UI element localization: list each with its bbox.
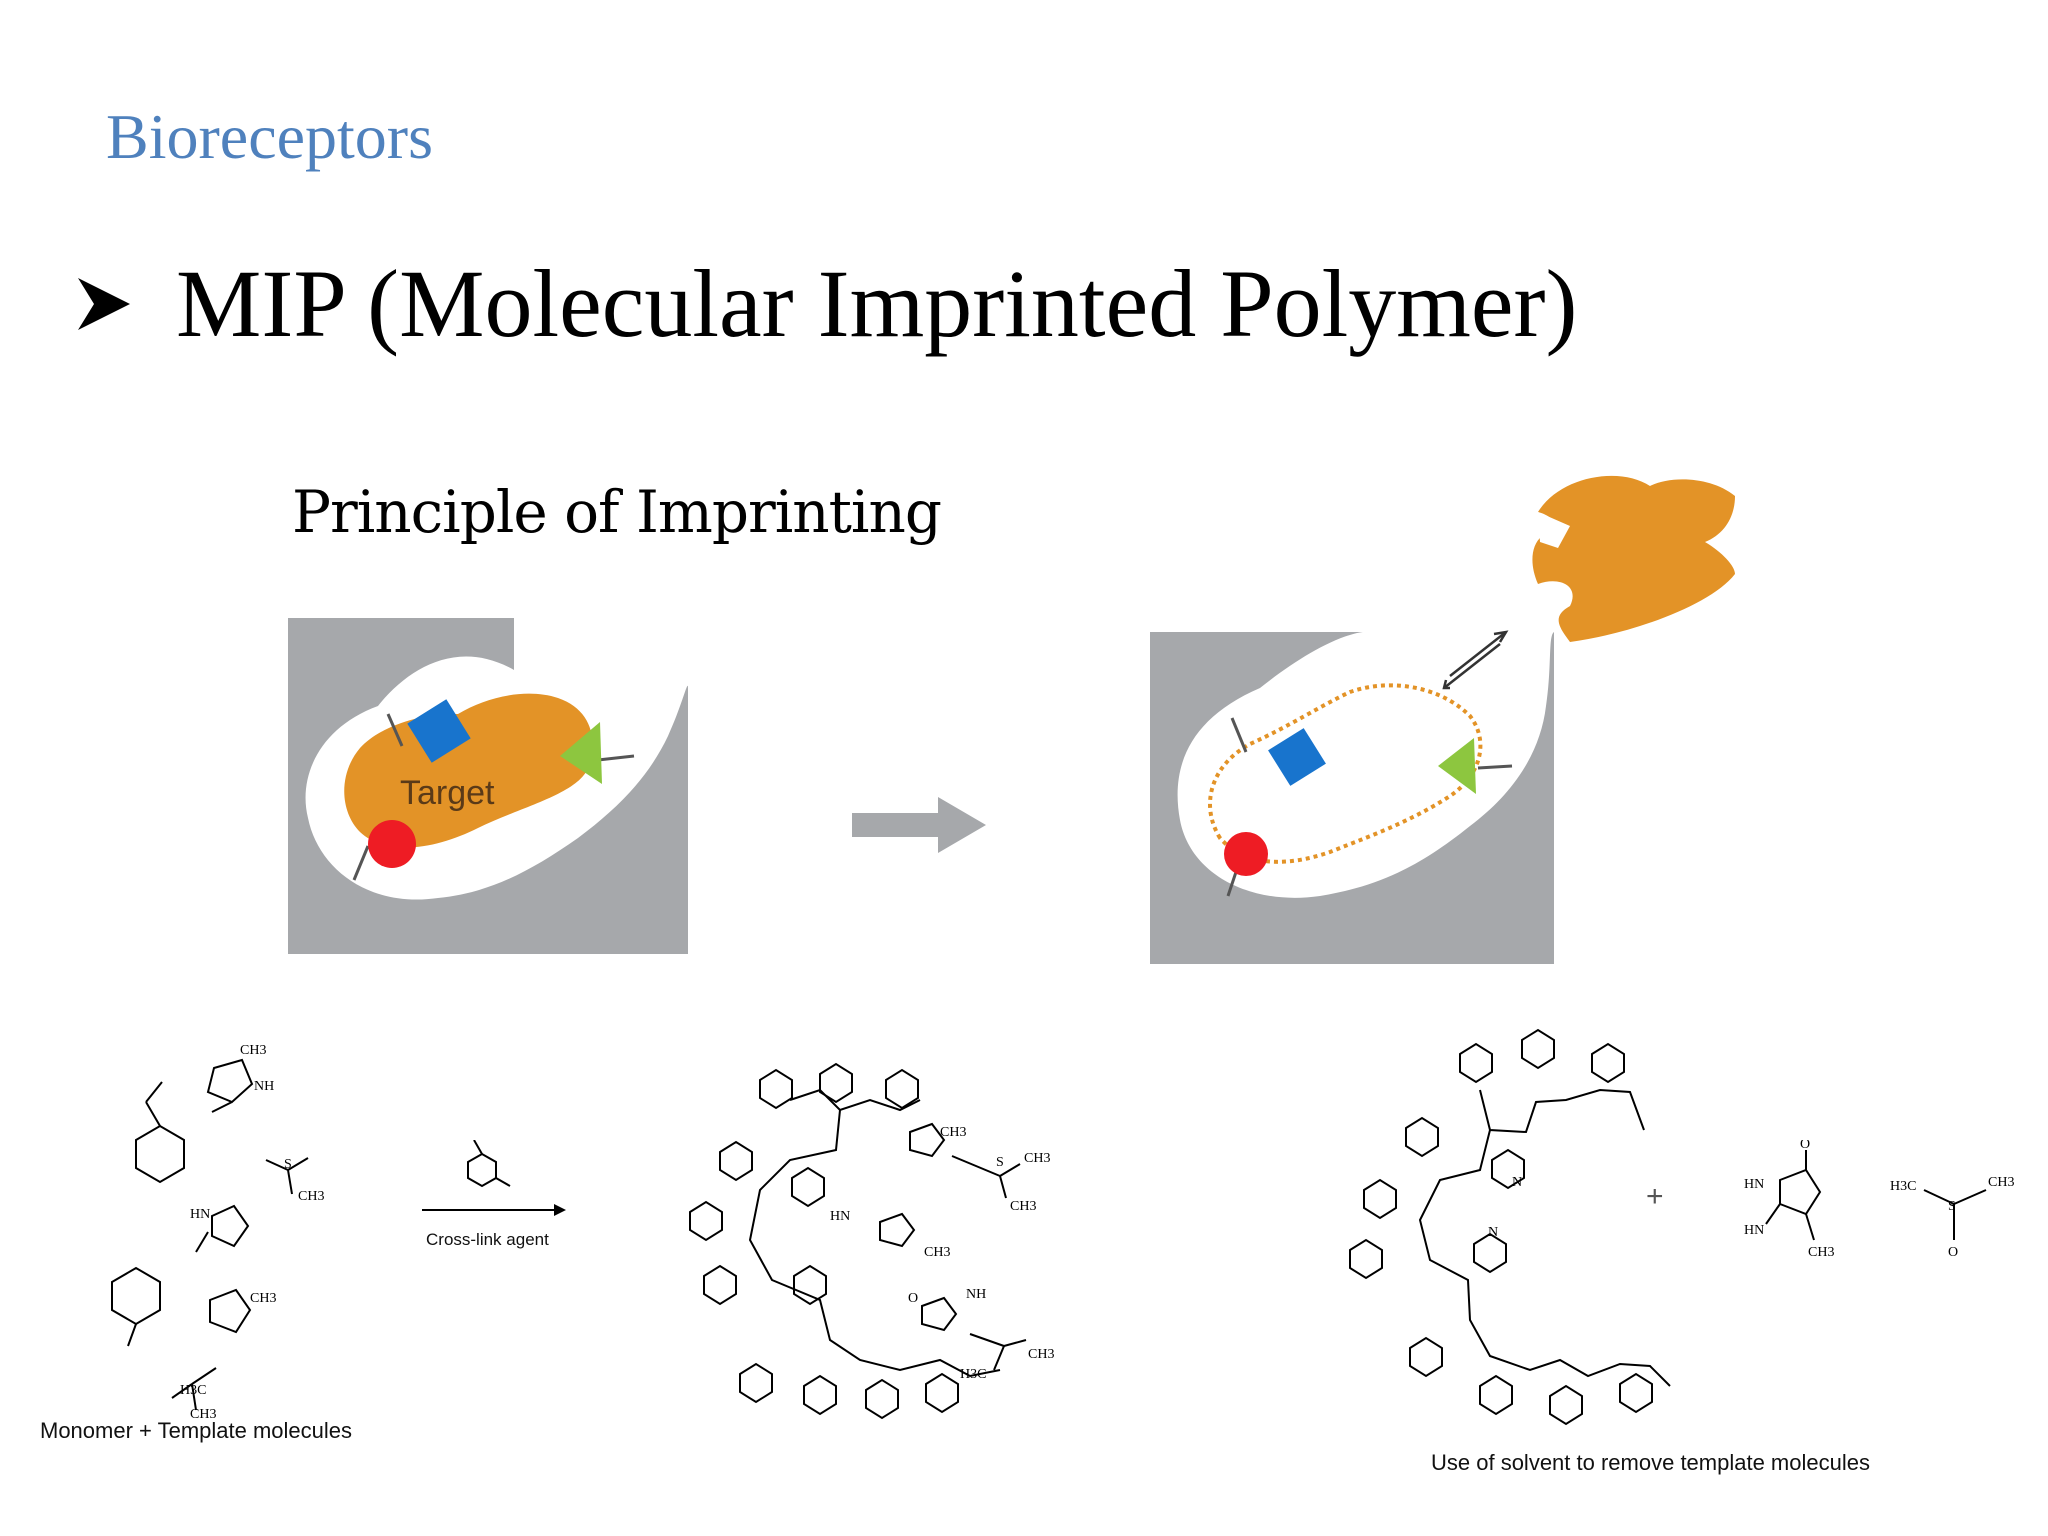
atom-label: O <box>1800 1140 1810 1152</box>
atom-label: CH3 <box>1808 1245 1834 1260</box>
atom-label: CH3 <box>250 1291 276 1306</box>
atom-label: HN <box>190 1207 210 1222</box>
atom-label: O <box>1948 1245 1958 1260</box>
atom-label: HN <box>1744 1177 1764 1192</box>
atom-label: S <box>996 1155 1004 1170</box>
atom-label: CH3 <box>240 1043 266 1058</box>
atom-label: CH3 <box>1988 1175 2014 1190</box>
process-arrow <box>852 797 986 853</box>
atom-label: H3C <box>1890 1179 1916 1194</box>
atom-label: HN <box>830 1209 850 1224</box>
green-triangle-site <box>1438 738 1476 794</box>
atom-label: CH3 <box>298 1189 324 1204</box>
atom-label: H3C <box>180 1383 206 1398</box>
figure-title: Principle of Imprinting <box>292 478 942 546</box>
monomer-caption: Monomer + Template molecules <box>40 1418 353 1443</box>
atom-label: S <box>1948 1199 1956 1214</box>
bullet-arrow-icon <box>78 277 130 330</box>
imprint-outline <box>1208 683 1483 864</box>
empty-cavity <box>1177 631 1554 898</box>
chem-released-templates: O HN HN CH3 H3C S CH3 O <box>1744 1140 2014 1260</box>
slide-header: Bioreceptors <box>106 101 433 172</box>
atom-label: NH <box>966 1287 986 1302</box>
cross-link-arrow <box>422 1140 566 1216</box>
blue-square-group <box>407 699 471 763</box>
bullet-text: MIP (Molecular Imprinted Polymer) <box>176 250 1578 357</box>
plus-sign: + <box>1646 1180 1664 1213</box>
atom-label: CH3 <box>1028 1347 1054 1362</box>
target-molecule <box>344 693 593 848</box>
atom-label: H3C <box>960 1367 986 1382</box>
atom-label: CH3 <box>924 1245 950 1260</box>
bullet-item: MIP (Molecular Imprinted Polymer) <box>76 248 1577 359</box>
green-triangle-group <box>560 722 602 784</box>
atom-label: CH3 <box>1010 1199 1036 1214</box>
chem-empty-polymer: N N <box>1349 1028 1671 1426</box>
atom-label: NH <box>254 1079 274 1094</box>
red-circle-group <box>368 820 416 868</box>
solvent-caption: Use of solvent to remove template molecu… <box>1431 1450 1870 1475</box>
chem-imprinted-polymer: CH3 S CH3 CH3 HN CH3 O NH CH3 H3C <box>689 1062 1054 1420</box>
cross-link-caption: Cross-link agent <box>426 1230 549 1249</box>
chem-monomers: CH3 NH HN S CH3 CH3 H3C CH3 <box>111 1043 324 1420</box>
atom-label: HN <box>1744 1223 1764 1238</box>
atom-label: S <box>284 1157 292 1172</box>
atom-label: O <box>908 1291 918 1306</box>
red-circle-site <box>1224 832 1268 876</box>
atom-label: CH3 <box>190 1407 216 1420</box>
atom-label: N <box>1488 1225 1498 1240</box>
equilibrium-arrows-icon <box>1442 630 1509 690</box>
released-target <box>1532 475 1735 642</box>
atom-label: N <box>1512 1175 1522 1190</box>
atom-label: CH3 <box>940 1125 966 1140</box>
atom-label: CH3 <box>1024 1151 1050 1166</box>
target-label: Target <box>400 774 495 812</box>
blue-square-site <box>1268 728 1326 786</box>
imprinting-panel-template: Target <box>288 618 688 954</box>
imprinting-panel-cavity <box>1150 475 1735 964</box>
